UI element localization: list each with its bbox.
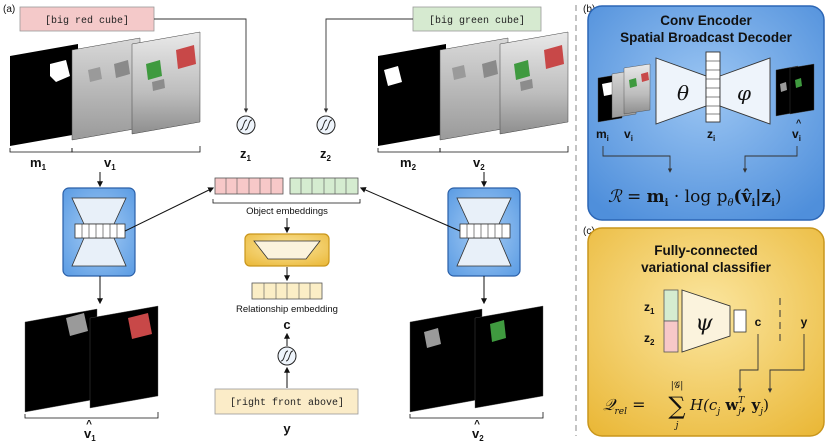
- relation-prompt-text: [right front above]: [230, 397, 344, 409]
- left-prompt-connector: [154, 18, 249, 113]
- panel-b-output-images: [775, 63, 815, 117]
- c-label: c: [283, 317, 290, 332]
- panel-c-title-2: variational classifier: [641, 260, 772, 275]
- panel-c-sum: ∑: [668, 392, 685, 420]
- z1-label: z1: [240, 146, 252, 163]
- v1-hat-bracket: [24, 412, 159, 419]
- panel-b-vhat-accent: ^: [796, 118, 802, 128]
- panel-b-m-label: mi: [596, 127, 609, 143]
- v2-hat-accent: ^: [474, 419, 480, 430]
- panel-c-y-label: y: [801, 315, 808, 329]
- panel-c-sum-top: |𝒢|: [671, 381, 683, 391]
- panel-b-input-images: [597, 63, 651, 123]
- panel-c-z-stack: [663, 289, 679, 353]
- right-reconstruction-images: [409, 305, 544, 413]
- relationship-embedding: [251, 282, 323, 300]
- right-input-images: [378, 31, 569, 146]
- panel-b-label: (b): [583, 4, 595, 15]
- v2-bracket: [439, 146, 569, 153]
- y-sigmoid: [277, 346, 297, 366]
- panel-c-y-connector: [767, 334, 805, 393]
- object-embedding-green: [289, 177, 359, 195]
- object-embedding-red: [214, 177, 284, 195]
- panel-b-vhat-connector: [742, 146, 798, 173]
- v1-hat-accent: ^: [86, 419, 92, 430]
- v1-bracket: [71, 146, 201, 153]
- v2-label: v2: [473, 155, 485, 172]
- panel-b-title-2: Spatial Broadcast Decoder: [620, 30, 793, 45]
- panel-b-title-1: Conv Encoder: [660, 13, 752, 28]
- v1-label: v1: [104, 155, 116, 172]
- left-prompt-box: [19, 6, 155, 32]
- left-input-images: [10, 31, 201, 146]
- z1-sigmoid: [236, 115, 256, 135]
- panel-b-v-label: vi: [624, 127, 633, 143]
- panel-c-psi-network: [681, 289, 731, 353]
- panel-b-vhat-label: vi: [792, 127, 801, 143]
- left-encoder-to-embedding-arrow: [124, 187, 215, 232]
- panel-c-title-1: Fully-connected: [654, 243, 758, 258]
- right-encoder-to-embedding-arrow: [359, 187, 461, 232]
- theta-symbol: θ: [677, 81, 689, 105]
- v1-hat-label: v1: [84, 426, 96, 441]
- left-autoencoder: [62, 187, 136, 277]
- object-embeddings-bracket: [212, 199, 361, 204]
- relationship-embedding-label: Relationship embedding: [236, 304, 338, 315]
- m2-bracket: [377, 148, 441, 153]
- panel-c-sum-bottom: j: [674, 421, 679, 431]
- panel-c-output-box: [733, 309, 747, 333]
- panel-b-encoder-decoder: [655, 51, 771, 125]
- object-embeddings-label: Object embeddings: [246, 206, 328, 217]
- panel-c-c-connector: [737, 334, 759, 393]
- panel-b-m-connector: [602, 146, 673, 173]
- m2-label: m2: [400, 155, 417, 172]
- panel-c-label: (c): [583, 226, 595, 237]
- panel-b-z-label: zi: [707, 127, 715, 143]
- v2-hat-label: v2: [472, 426, 484, 441]
- m1-bracket: [9, 148, 73, 153]
- panel-b-formula: ℛ = mi · log pθ(v̂i|zi): [608, 187, 782, 209]
- y-label: y: [283, 421, 291, 436]
- right-prompt-text: [big green cube]: [429, 15, 525, 27]
- left-prompt-text: [big red cube]: [45, 15, 129, 27]
- z2-label: z2: [320, 146, 332, 163]
- v2-hat-bracket: [409, 412, 544, 419]
- panel-c-c-label: c: [755, 315, 762, 329]
- left-reconstruction-images: [24, 305, 159, 413]
- panel-c-z2-label: z2: [644, 331, 655, 347]
- z2-sigmoid: [316, 115, 336, 135]
- phi-symbol: φ: [737, 81, 751, 105]
- relation-prompt-box: [214, 388, 359, 415]
- relation-classifier: [244, 233, 330, 267]
- panel-c-formula-lhs: 𝒬rel =: [603, 395, 646, 417]
- psi-symbol: ψ: [695, 311, 713, 336]
- right-autoencoder: [447, 187, 521, 277]
- panel-c-z1-label: z1: [644, 300, 655, 316]
- panel-a-label: (a): [3, 4, 15, 15]
- m1-label: m1: [30, 155, 47, 172]
- right-prompt-box: [412, 6, 542, 32]
- right-prompt-connector: [323, 18, 413, 113]
